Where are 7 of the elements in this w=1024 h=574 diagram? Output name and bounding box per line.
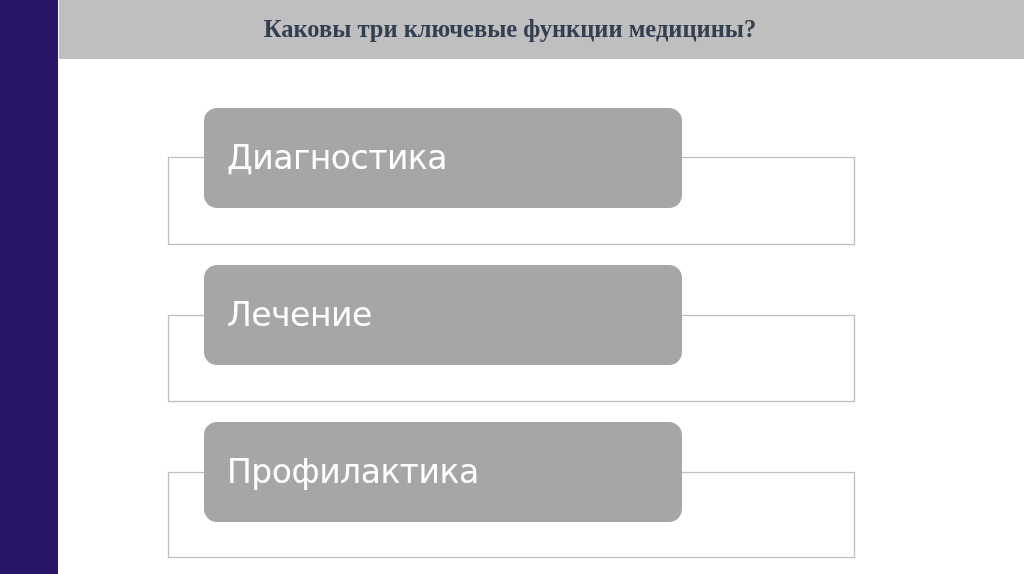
rounded-box <box>204 108 682 208</box>
rounded-box <box>204 422 682 522</box>
box-label: Лечение <box>227 295 372 335</box>
rounded-box <box>204 265 682 365</box>
box-label: Профилактика <box>227 452 479 492</box>
box-label: Диагностика <box>227 138 448 178</box>
title: Каковы три ключевые функции медицины? <box>262 14 758 44</box>
